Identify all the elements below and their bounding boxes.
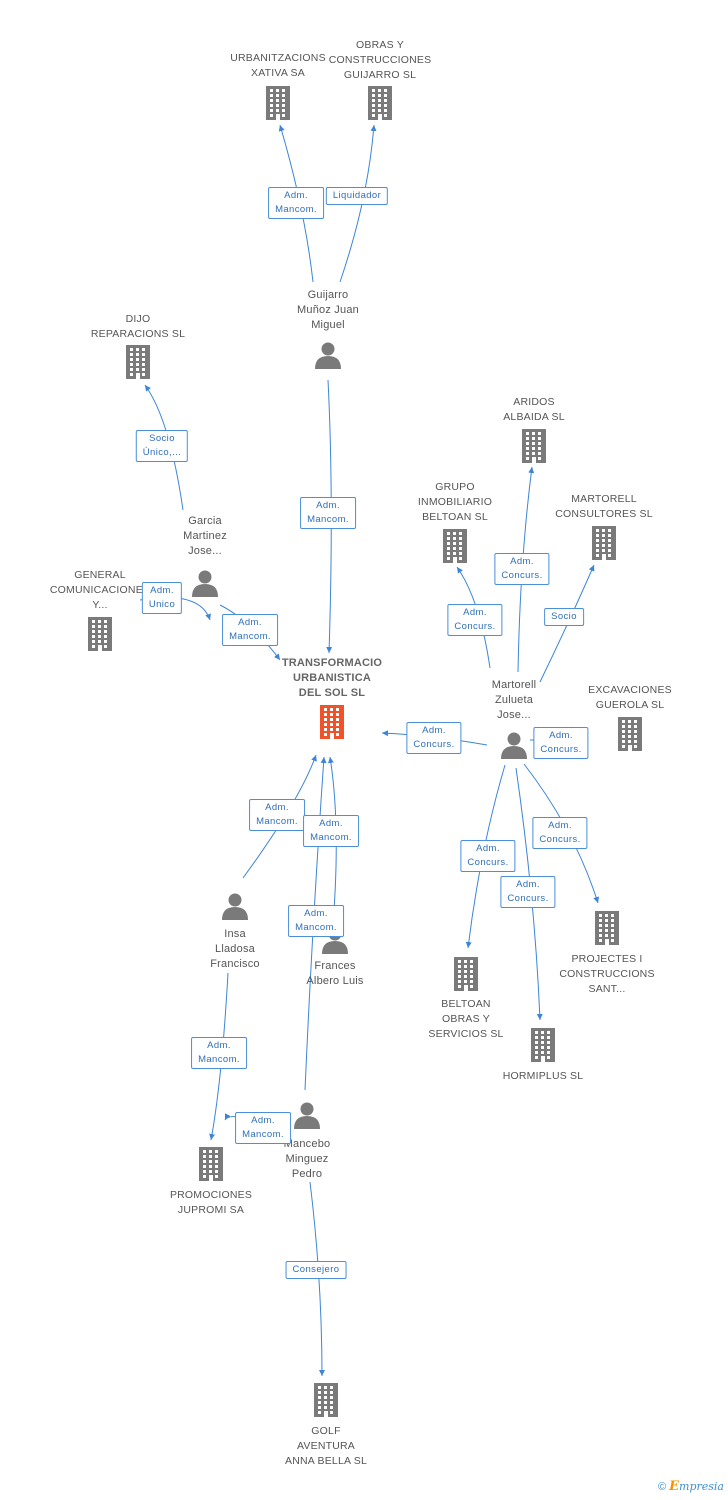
building-icon bbox=[266, 86, 290, 120]
node-label-horm[interactable]: HORMIPLUS SL bbox=[502, 1070, 584, 1082]
edge-label-martorell-to-excav: Adm. Concurs. bbox=[533, 727, 589, 759]
building-icon bbox=[126, 345, 150, 379]
node-label-general[interactable]: GENERAL COMUNICACIONES Y... bbox=[49, 569, 151, 611]
node-label-obras[interactable]: OBRAS Y CONSTRUCCIONES GUIJARRO SL bbox=[328, 39, 432, 81]
person-icon bbox=[501, 732, 527, 759]
edge-label-martorell-to-martorellc: Socio bbox=[544, 608, 584, 626]
building-icon bbox=[314, 1383, 338, 1417]
node-label-projectes[interactable]: PROJECTES I CONSTRUCCIONS SANT... bbox=[559, 953, 655, 995]
edge-label-guijarro-to-urbanitz: Adm. Mancom. bbox=[268, 187, 324, 219]
building-icon bbox=[522, 429, 546, 463]
building-icon bbox=[454, 957, 478, 991]
person-icon bbox=[192, 570, 218, 597]
edge-label-general-to-main: Adm. Unico bbox=[141, 582, 183, 614]
building-icon bbox=[531, 1028, 555, 1062]
building-icon bbox=[88, 617, 112, 651]
edge-label-mancebo-to-golf: Consejero bbox=[285, 1261, 347, 1279]
edge-label-insa-to-main: Adm. Mancom. bbox=[249, 799, 305, 831]
node-label-insa[interactable]: Insa Lladosa Francisco bbox=[210, 928, 260, 970]
building-icon bbox=[595, 911, 619, 945]
edge-label-garcia-to-dijo: Socio Único,... bbox=[135, 430, 189, 462]
edge-label-martorell-to-grupo: Adm. Concurs. bbox=[447, 604, 503, 636]
node-label-martorellc[interactable]: MARTORELL CONSULTORES SL bbox=[555, 493, 653, 520]
edge-label-martorell-to-horm: Adm. Concurs. bbox=[500, 876, 556, 908]
node-label-mancebo[interactable]: Mancebo Minguez Pedro bbox=[283, 1138, 331, 1180]
copyright-symbol: © bbox=[657, 1481, 667, 1493]
node-label-grupo[interactable]: GRUPO INMOBILIARIO BELTOAN SL bbox=[417, 481, 493, 523]
empresia-watermark: © Empresia bbox=[658, 1479, 724, 1494]
node-label-beltoan[interactable]: BELTOAN OBRAS Y SERVICIOS SL bbox=[428, 998, 504, 1040]
person-icon bbox=[294, 1102, 320, 1129]
node-label-promo[interactable]: PROMOCIONES JUPROMI SA bbox=[169, 1189, 253, 1216]
node-label-main[interactable]: TRANSFORMACIO URBANISTICA DEL SOL SL bbox=[281, 657, 383, 699]
edge-label-guijarro-to-main: Adm. Mancom. bbox=[300, 497, 356, 529]
edge-label-frances-to-main: Adm. Mancom. bbox=[303, 815, 359, 847]
building-icon bbox=[368, 86, 392, 120]
building-icon bbox=[592, 526, 616, 560]
edge-label-martorell-to-main: Adm. Concurs. bbox=[406, 722, 462, 754]
edge-label-guijarro-to-obras: Liquidador bbox=[325, 187, 389, 205]
node-label-martorell[interactable]: Martorell Zulueta Jose... bbox=[491, 679, 537, 721]
brand-name: Empresia bbox=[669, 1479, 724, 1494]
node-label-frances[interactable]: Frances Albero Luis bbox=[306, 960, 364, 987]
edge-label-insa-to-promo: Adm. Mancom. bbox=[191, 1037, 247, 1069]
edge-label-martorell-to-beltoan: Adm. Concurs. bbox=[460, 840, 516, 872]
node-label-urbanitz[interactable]: URBANITZACIONS XATIVA SA bbox=[230, 52, 326, 79]
person-icon bbox=[315, 342, 341, 369]
node-label-excav[interactable]: EXCAVACIONES GUEROLA SL bbox=[588, 684, 672, 711]
edge-label-garcia-to-main: Adm. Mancom. bbox=[222, 614, 278, 646]
edge-label-mancebo-to-main: Adm. Mancom. bbox=[288, 905, 344, 937]
node-label-golf[interactable]: GOLF AVENTURA ANNA BELLA SL bbox=[285, 1425, 367, 1467]
building-icon bbox=[618, 717, 642, 751]
building-icon bbox=[443, 529, 467, 563]
edge-label-martorell-to-projectes: Adm. Concurs. bbox=[532, 817, 588, 849]
building-icon bbox=[199, 1147, 223, 1181]
edge-label-martorell-to-aridos: Adm. Concurs. bbox=[494, 553, 550, 585]
node-label-aridos[interactable]: ARIDOS ALBAIDA SL bbox=[503, 396, 565, 423]
edge-label-mancebo-to-promo: Adm. Mancom. bbox=[235, 1112, 291, 1144]
person-icon bbox=[222, 893, 248, 920]
building-icon bbox=[320, 705, 344, 739]
node-label-guijarro[interactable]: Guijarro Muñoz Juan Miguel bbox=[297, 289, 359, 331]
node-label-dijo[interactable]: DIJO REPARACIONS SL bbox=[90, 313, 186, 340]
edge-mancebo-to-golf bbox=[309, 1181, 325, 1377]
node-label-garcia[interactable]: Garcia Martinez Jose... bbox=[183, 515, 227, 557]
